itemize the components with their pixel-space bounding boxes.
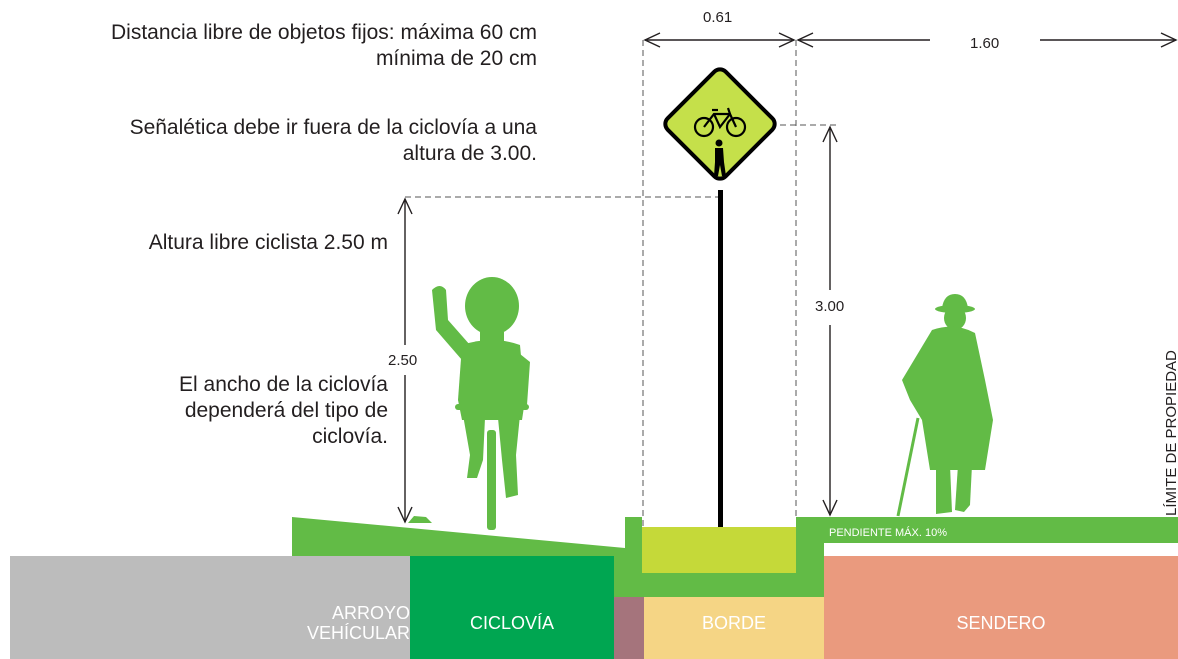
note-signage: Señalética debe ir fuera de la ciclovía … — [130, 115, 537, 167]
note-fixed-objects: Distancia libre de objetos fijos: máxima… — [111, 20, 537, 72]
band-label-arroyo-line2: VEHÍCULAR — [306, 623, 410, 643]
band-label-ciclovia: CICLOVÍA — [410, 610, 614, 636]
band-label-sendero: SENDERO — [824, 610, 1178, 636]
note-width: El ancho de la ciclovía dependerá del ti… — [179, 372, 388, 450]
border-planter — [642, 527, 796, 573]
note-fixed-objects-line2: mínima de 20 cm — [375, 47, 537, 70]
note-clear-height-text: Altura libre ciclista 2.50 m — [148, 231, 388, 254]
band-label-arroyo-line1: ARROYO — [331, 603, 410, 623]
property-limit-label: LÍMITE DE PROPIEDAD — [1163, 350, 1178, 516]
note-width-line3: ciclovía. — [312, 425, 388, 448]
band-label-borde: BORDE — [644, 610, 824, 636]
note-width-line2: dependerá del tipo de — [184, 399, 388, 422]
elderly-pedestrian-silhouette-icon — [896, 294, 993, 517]
note-width-line1: El ancho de la ciclovía — [179, 373, 388, 396]
sign-post — [718, 190, 723, 527]
note-fixed-objects-line1: Distancia libre de objetos fijos: máxima… — [110, 21, 537, 44]
dimension-sign-height: 3.00 — [815, 298, 845, 315]
band-arroyo — [10, 556, 410, 659]
band-label-borde-text: BORDE — [701, 613, 766, 633]
dimension-cyclist-height: 2.50 — [388, 352, 418, 369]
band-ciclovia — [410, 556, 614, 659]
slope-label: PENDIENTE MÁX. 10% — [829, 527, 947, 539]
band-label-ciclovia-text: CICLOVÍA — [469, 613, 555, 633]
band-label-arroyo: ARROYO VEHÍCULAR — [290, 598, 410, 648]
note-signage-line2: altura de 3.00. — [402, 142, 537, 165]
dimension-sign-clearance: 0.61 — [703, 9, 733, 26]
bicycle-pedestrian-sign-icon — [663, 67, 777, 181]
band-label-sendero-text: SENDERO — [956, 613, 1046, 633]
ground-profile — [292, 517, 1178, 597]
band-borde — [644, 597, 824, 659]
cyclist-silhouette-icon — [432, 277, 530, 530]
band-separator — [614, 597, 644, 659]
note-clear-height: Altura libre ciclista 2.50 m — [149, 230, 388, 256]
band-sendero — [824, 556, 1178, 659]
dimension-path-width: 1.60 — [970, 35, 1000, 52]
curb-bump — [408, 516, 432, 523]
note-signage-line1: Señalética debe ir fuera de la ciclovía … — [129, 116, 537, 139]
